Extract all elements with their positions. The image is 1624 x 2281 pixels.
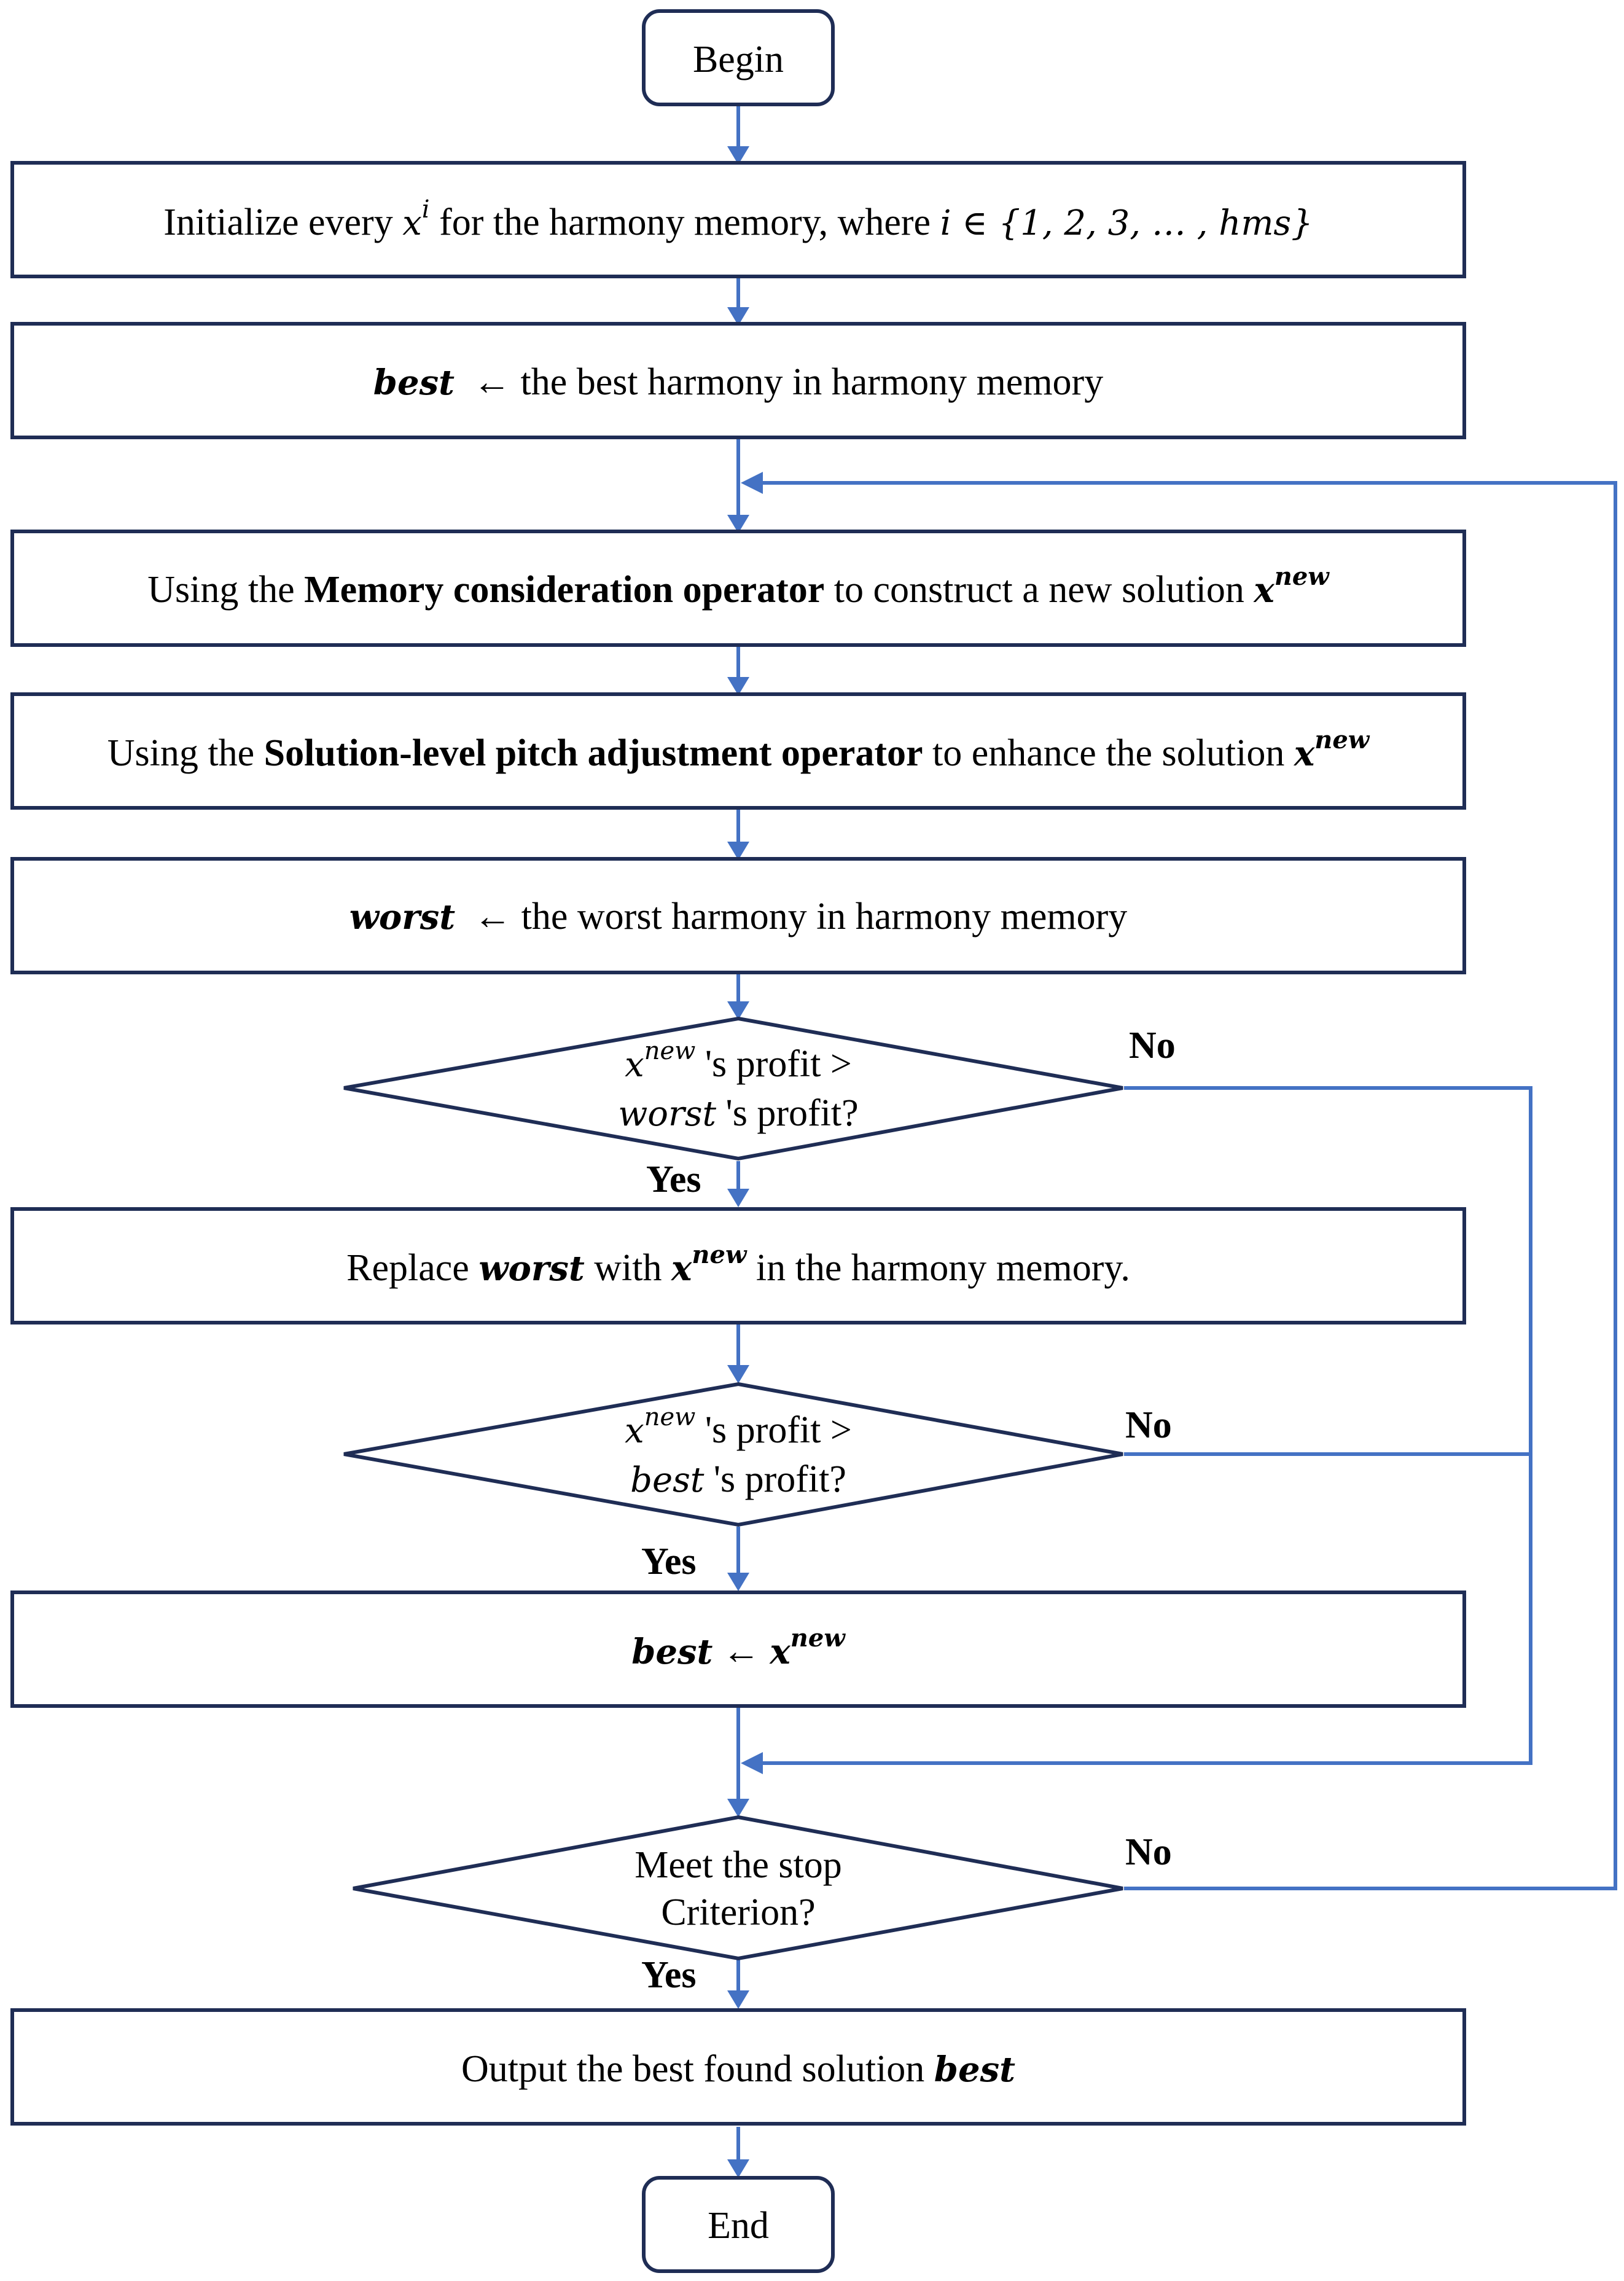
output-box: Output the best found solution best	[10, 2008, 1466, 2126]
begin-label: Begin	[693, 39, 784, 80]
arrowhead	[727, 146, 749, 165]
arrowhead	[741, 1752, 763, 1774]
decision-best-line1: xnew 's profit >	[625, 1403, 852, 1451]
assign-best-box: best ← xnew	[10, 1590, 1466, 1708]
arrowhead	[727, 1365, 749, 1383]
decision-worst-line2: worst 's profit?	[618, 1092, 858, 1134]
yes-label-dec3: Yes	[641, 1954, 697, 1996]
arrowhead	[741, 472, 763, 494]
decision-best: xnew 's profit > best 's profit?	[343, 1382, 1123, 1527]
arrowhead	[727, 2159, 749, 2178]
output-text: Output the best found solution best	[461, 2048, 1015, 2090]
arrowhead	[727, 515, 749, 533]
decision-stop-line2: Criterion?	[661, 1892, 815, 1933]
replace-text: Replace worst with xnew in the harmony m…	[346, 1240, 1130, 1289]
best-init-box: best← the best harmony in harmony memory	[10, 322, 1466, 439]
arrowhead	[727, 842, 749, 860]
connector-dec1-no	[757, 1086, 1532, 1765]
init-box: Initialize every xi for the harmony memo…	[10, 161, 1466, 278]
end-label: End	[708, 2205, 769, 2247]
decision-stop: Meet the stop Criterion?	[353, 1815, 1123, 1961]
end-node: End	[642, 2176, 835, 2273]
worst-init-text: worst← the worst harmony in harmony memo…	[349, 896, 1128, 937]
init-text: Initialize every xi for the harmony memo…	[163, 195, 1313, 243]
pitch-box: Using the Solution-level pitch adjustmen…	[10, 692, 1466, 810]
no-label-dec3: No	[1125, 1831, 1172, 1873]
arrowhead	[727, 1799, 749, 1817]
arrowhead	[727, 1001, 749, 1020]
worst-init-box: worst← the worst harmony in harmony memo…	[10, 857, 1466, 974]
assign-best-text: best ← xnew	[631, 1624, 846, 1672]
memory-text: Using the Memory consideration operator …	[147, 562, 1330, 611]
branch-labels: No Yes No Yes No Yes	[641, 1025, 1176, 1996]
begin-node: Begin	[642, 9, 835, 106]
arrowhead	[727, 1990, 749, 2009]
no-label-dec1: No	[1129, 1025, 1176, 1066]
connectors	[727, 106, 1617, 2178]
decision-worst: xnew 's profit > worst 's profit?	[343, 1016, 1123, 1161]
arrowhead	[727, 677, 749, 695]
replace-box: Replace worst with xnew in the harmony m…	[10, 1207, 1466, 1324]
arrowhead	[727, 307, 749, 326]
memory-box: Using the Memory consideration operator …	[10, 530, 1466, 647]
decision-worst-line1: xnew 's profit >	[625, 1037, 852, 1085]
pitch-text: Using the Solution-level pitch adjustmen…	[107, 726, 1370, 774]
yes-label-dec1: Yes	[646, 1159, 701, 1200]
no-label-dec2: No	[1125, 1404, 1172, 1446]
best-init-text: best← the best harmony in harmony memory	[373, 361, 1103, 403]
arrowhead	[727, 1573, 749, 1591]
decision-best-line2: best 's profit?	[630, 1458, 846, 1500]
connector-dec3-no-loop	[757, 481, 1617, 1890]
arrowhead	[727, 1189, 749, 1207]
decision-stop-line1: Meet the stop	[634, 1844, 842, 1886]
yes-label-dec2: Yes	[641, 1541, 697, 1583]
